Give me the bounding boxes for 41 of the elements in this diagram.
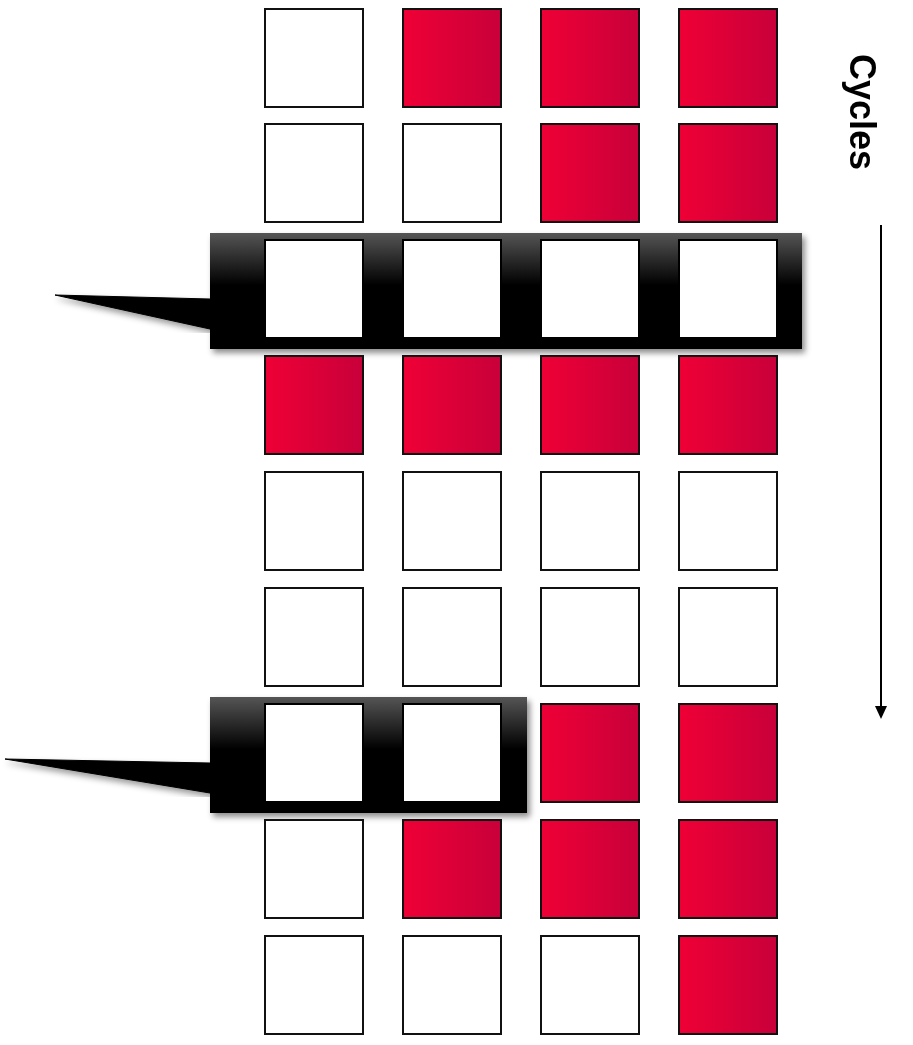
cell-square (264, 471, 364, 571)
cell-square (540, 703, 640, 803)
cell-square (540, 123, 640, 223)
cell-square (678, 587, 778, 687)
cell-square (678, 239, 778, 339)
cell-square (540, 587, 640, 687)
cell-square (678, 935, 778, 1035)
cell-square (264, 355, 364, 455)
cell-square (540, 819, 640, 919)
cell-square (678, 123, 778, 223)
cell-square (264, 819, 364, 919)
cell-square (402, 239, 502, 339)
cell-square (540, 355, 640, 455)
cell-square (264, 8, 364, 108)
cell-square (540, 471, 640, 571)
cell-square (264, 703, 364, 803)
cell-square (678, 355, 778, 455)
cell-square (402, 8, 502, 108)
cell-square (402, 471, 502, 571)
cell-square (264, 935, 364, 1035)
cell-square (540, 8, 640, 108)
cell-square (264, 587, 364, 687)
cell-square (402, 587, 502, 687)
callout-pointer (4, 758, 211, 794)
highlight-bar (210, 233, 802, 349)
cell-square (678, 703, 778, 803)
cell-square (402, 819, 502, 919)
cell-square (678, 819, 778, 919)
axis-label: Cycles (841, 53, 883, 171)
cell-square (264, 239, 364, 339)
cell-square (540, 239, 640, 339)
callout-pointer (54, 294, 211, 330)
highlight-bar (210, 697, 527, 813)
cell-square (402, 703, 502, 803)
cell-square (402, 355, 502, 455)
cell-square (402, 123, 502, 223)
cell-square (264, 123, 364, 223)
cell-square (540, 935, 640, 1035)
cell-square (678, 471, 778, 571)
cell-square (678, 8, 778, 108)
cell-square (402, 935, 502, 1035)
